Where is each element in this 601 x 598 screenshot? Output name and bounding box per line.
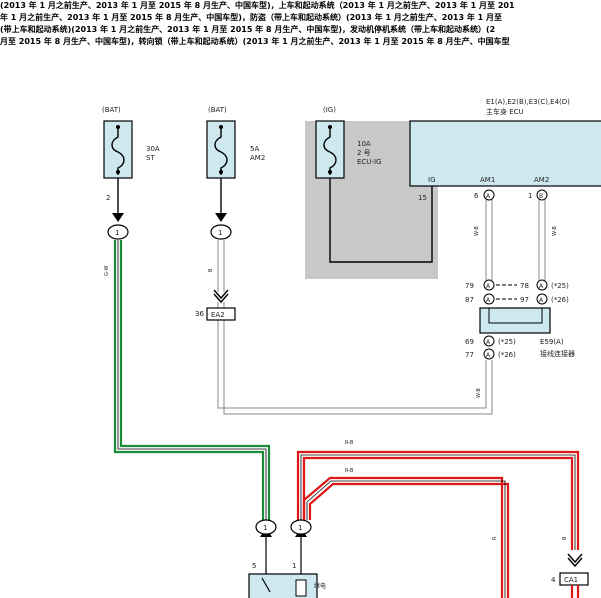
junction-row2-right: 97 bbox=[520, 296, 529, 304]
junction-row2-note: (*26) bbox=[551, 296, 569, 304]
wire-label-r: R bbox=[492, 536, 498, 540]
wire-ig bbox=[329, 178, 433, 263]
connector-1-am2-label: 1 bbox=[218, 229, 222, 237]
junction-name: 接线连接器 bbox=[540, 349, 575, 358]
wire-label-rb2: R-B bbox=[345, 468, 354, 474]
relay-pin5: 5 bbox=[252, 562, 256, 570]
junction-row2-right-conn: A bbox=[539, 297, 544, 304]
junction-row1-note: (*25) bbox=[551, 282, 569, 290]
fuse-st-symbol bbox=[111, 127, 125, 175]
junction-row4-left: 77 bbox=[465, 351, 474, 359]
main-body-ecu bbox=[409, 120, 601, 187]
relay-label: 继电 bbox=[314, 582, 326, 590]
fuse-st-name: ST bbox=[146, 154, 155, 162]
connector-ea2 bbox=[206, 307, 236, 321]
ecu-connectors: E1(A),E2(B),E3(C),E4(D) bbox=[486, 98, 570, 106]
connector-1-relay-b-label: 1 bbox=[298, 524, 302, 532]
wire-label-br: B bbox=[208, 268, 214, 272]
fuse-ecuig-source: (IG) bbox=[323, 106, 336, 114]
wire-label-b: B bbox=[562, 536, 568, 540]
ecu-pin-ig: IG bbox=[428, 176, 436, 184]
connector-ca1-id: CA1 bbox=[564, 576, 578, 584]
wire-label-rb1: R-B bbox=[345, 440, 354, 446]
ecu-pin-ig-num: 15 bbox=[418, 194, 427, 202]
connector-1-am2 bbox=[210, 224, 232, 240]
header-line-2: 年 1 月之前生产、2013 年 1 月至 2015 年 8 月生产、中国车型)… bbox=[0, 13, 502, 22]
junction-row3-left: 69 bbox=[465, 338, 474, 346]
ecu-pin-am1-num: 6 bbox=[474, 192, 479, 200]
junction-row3-left-conn: A bbox=[486, 339, 491, 346]
wire-label-w2: W-B bbox=[552, 226, 558, 236]
fuse-am2-name: AM2 bbox=[250, 154, 265, 162]
junction-row1-left-conn: A bbox=[486, 283, 491, 290]
ecu-name: 主车身 ECU bbox=[486, 107, 524, 116]
diagram-header: (2013 年 1 月之前生产、2013 年 1 月至 2015 年 8 月生产… bbox=[0, 0, 601, 64]
wire-green-gw bbox=[113, 240, 265, 520]
fuse-st-pin: 2 bbox=[106, 194, 110, 202]
junction-row2-left: 87 bbox=[465, 296, 474, 304]
connector-1-st bbox=[107, 224, 129, 240]
ecu-pin-am2-conn: B bbox=[539, 193, 543, 200]
junction-row3-note: (*25) bbox=[498, 338, 516, 346]
junction-row1-left: 79 bbox=[465, 282, 474, 290]
junction-row1-right: 78 bbox=[520, 282, 529, 290]
fuse-st-source: (BAT) bbox=[102, 106, 121, 114]
wire-red-rb-1 bbox=[296, 450, 580, 550]
wire-label-w3: W-B bbox=[476, 388, 482, 398]
ecu-pin-am1: AM1 bbox=[480, 176, 495, 184]
connector-1-relay-a-label: 1 bbox=[263, 524, 267, 532]
junction-id: E59(A) bbox=[540, 338, 564, 346]
wire-label-w1: W-B bbox=[474, 226, 480, 236]
wire-label-gw: G-W bbox=[104, 266, 110, 276]
junction-row4-left-conn: A bbox=[486, 352, 491, 359]
connector-ca1 bbox=[559, 572, 589, 586]
fuse-am2-rating: 5A bbox=[250, 145, 259, 153]
fuse-am2-source: (BAT) bbox=[208, 106, 227, 114]
connector-ea2-id: EA2 bbox=[211, 311, 225, 319]
fuse-ecuig-symbol bbox=[323, 127, 337, 175]
relay-pin1: 1 bbox=[292, 562, 296, 570]
junction-row1-right-conn: A bbox=[539, 283, 544, 290]
header-line-1: (2013 年 1 月之前生产、2013 年 1 月至 2015 年 8 月生产… bbox=[0, 1, 515, 10]
junction-row2-left-conn: A bbox=[486, 297, 491, 304]
fuse-st-rating: 30A bbox=[146, 145, 160, 153]
connector-1-st-label: 1 bbox=[115, 229, 119, 237]
junction-connector-e59 bbox=[479, 307, 551, 334]
ecu-pin-am1-conn: A bbox=[486, 193, 491, 200]
connector-ea2-pin: 36 bbox=[195, 310, 204, 318]
header-line-3: (带上车和起动系统)(2013 年 1 月之前生产、2013 年 1 月至 20… bbox=[0, 25, 496, 34]
connector-ca1-pin: 4 bbox=[551, 576, 556, 584]
header-line-4: 月至 2015 年 8 月生产、中国车型)，转向锁（带上车和起动系统）(2013… bbox=[0, 37, 510, 46]
junction-row4-note: (*26) bbox=[498, 351, 516, 359]
ecu-pin-am2-num: 1 bbox=[528, 192, 532, 200]
fuse-ecuig-name3: ECU-IG bbox=[357, 158, 381, 166]
fuse-ecuig-name2: 2 号 bbox=[357, 149, 371, 157]
fuse-am2-symbol bbox=[214, 127, 228, 175]
connector-1-relay-a bbox=[255, 519, 277, 535]
wire-red-rb-2 bbox=[302, 476, 504, 598]
connector-1-relay-b bbox=[290, 519, 312, 535]
fuse-ecuig-rating: 10A bbox=[357, 140, 371, 148]
ecu-pin-am2: AM2 bbox=[534, 176, 549, 184]
relay-box bbox=[248, 573, 318, 598]
